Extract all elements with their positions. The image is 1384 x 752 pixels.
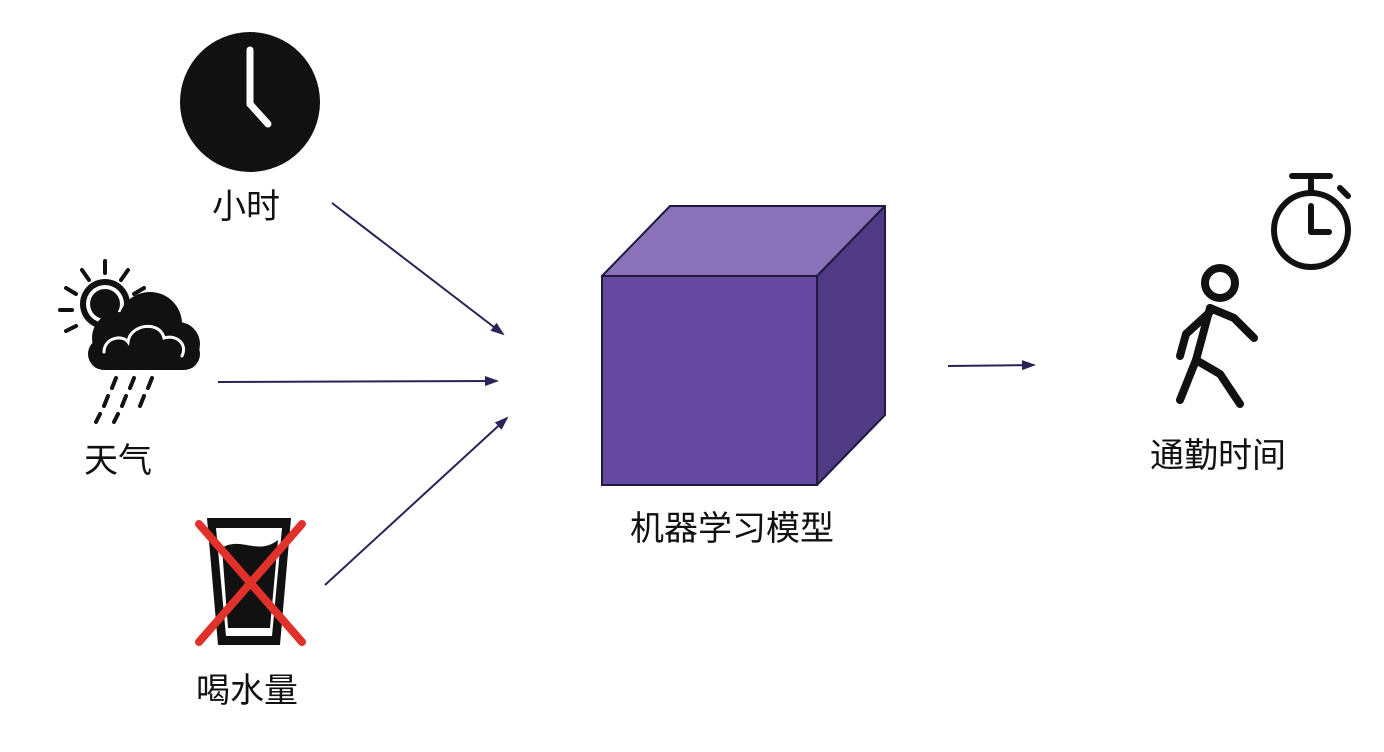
cube-front-face — [601, 275, 818, 486]
arrow-hour-to-model — [331, 202, 505, 336]
label-hour: 小时 — [212, 187, 280, 227]
label-water-intake: 喝水量 — [196, 671, 298, 711]
walking-person-icon — [1176, 264, 1258, 408]
arrow-water-to-model — [324, 416, 509, 586]
label-weather: 天气 — [84, 441, 152, 481]
label-ml-model: 机器学习模型 — [630, 509, 834, 549]
arrow-weather-to-model — [217, 376, 499, 387]
input-arrows — [217, 202, 509, 586]
sun-cloud-rain-icon — [58, 259, 200, 424]
cube-icon — [601, 205, 886, 486]
stopwatch-icon — [1271, 173, 1351, 270]
crossed-out-glass-icon — [195, 518, 306, 646]
clock-icon — [180, 32, 320, 172]
label-commute-time: 通勤时间 — [1150, 436, 1286, 476]
arrow-model-to-output — [947, 360, 1036, 371]
